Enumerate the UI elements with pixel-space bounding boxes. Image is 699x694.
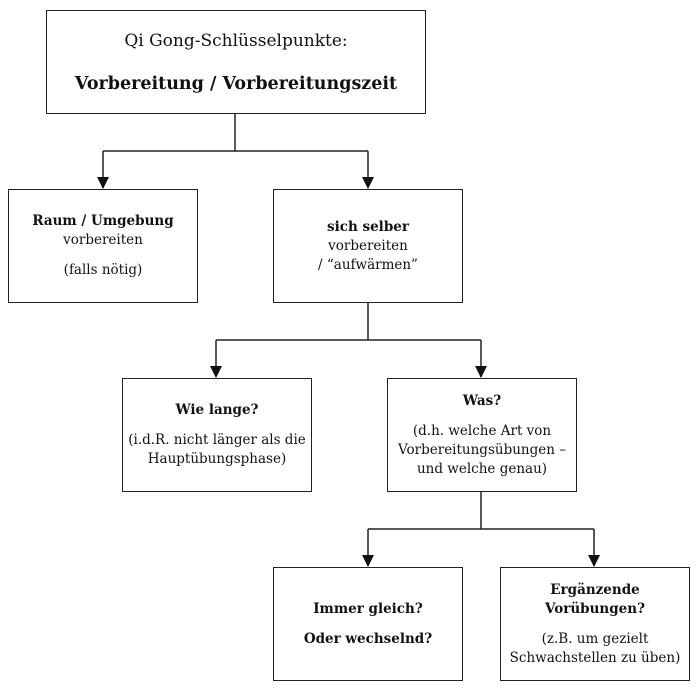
node-immer-gleich: Immer gleich? Oder wechselnd? bbox=[273, 567, 463, 681]
node-note: (d.h. welche Art von bbox=[412, 422, 552, 439]
node-heading: Ergänzende bbox=[550, 581, 640, 598]
node-heading: sich selber bbox=[327, 218, 409, 235]
node-sich-selber: sich selber vorbereiten / “aufwärmen” bbox=[273, 189, 463, 303]
root-subtitle: Qi Gong-Schlüsselpunkte: bbox=[124, 30, 348, 51]
arrowhead-icon bbox=[588, 555, 600, 567]
node-text: / “aufwärmen” bbox=[318, 256, 418, 273]
node-was: Was? (d.h. welche Art von Vorbereitungsü… bbox=[387, 378, 577, 492]
node-text: vorbereiten bbox=[328, 237, 408, 254]
node-text: vorbereiten bbox=[63, 232, 143, 248]
node-note: (i.d.R. nicht länger als die bbox=[128, 432, 306, 448]
node-note: (falls nötig) bbox=[63, 262, 143, 278]
node-heading: Vorübungen? bbox=[545, 600, 645, 617]
arrowhead-icon bbox=[97, 177, 109, 189]
node-heading: Raum / Umgebung bbox=[32, 213, 174, 229]
arrowhead-icon bbox=[362, 555, 374, 567]
node-raum-umgebung: Raum / Umgebung vorbereiten (falls nötig… bbox=[8, 189, 198, 303]
node-note: (z.B. um gezielt bbox=[541, 630, 649, 647]
arrowhead-icon bbox=[210, 366, 222, 378]
root-title: Vorbereitung / Vorbereitungszeit bbox=[74, 73, 398, 94]
root-node: Qi Gong-Schlüsselpunkte: Vorbereitung / … bbox=[46, 10, 426, 114]
arrowhead-icon bbox=[475, 366, 487, 378]
node-heading: Oder wechselnd? bbox=[303, 630, 433, 647]
node-ergaenzende-voruebungen: Ergänzende Vorübungen? (z.B. um gezielt … bbox=[500, 567, 690, 681]
node-note: Vorbereitungsübungen – bbox=[398, 441, 566, 458]
node-heading: Immer gleich? bbox=[313, 600, 423, 617]
node-wie-lange: Wie lange? (i.d.R. nicht länger als die … bbox=[122, 378, 312, 492]
node-note: und welche genau) bbox=[416, 460, 548, 477]
node-heading: Was? bbox=[462, 392, 502, 409]
arrowhead-icon bbox=[362, 177, 374, 189]
node-heading: Wie lange? bbox=[175, 402, 259, 418]
node-note: Schwachstellen zu üben) bbox=[509, 649, 681, 666]
node-note: Hauptübungsphase) bbox=[147, 451, 287, 467]
